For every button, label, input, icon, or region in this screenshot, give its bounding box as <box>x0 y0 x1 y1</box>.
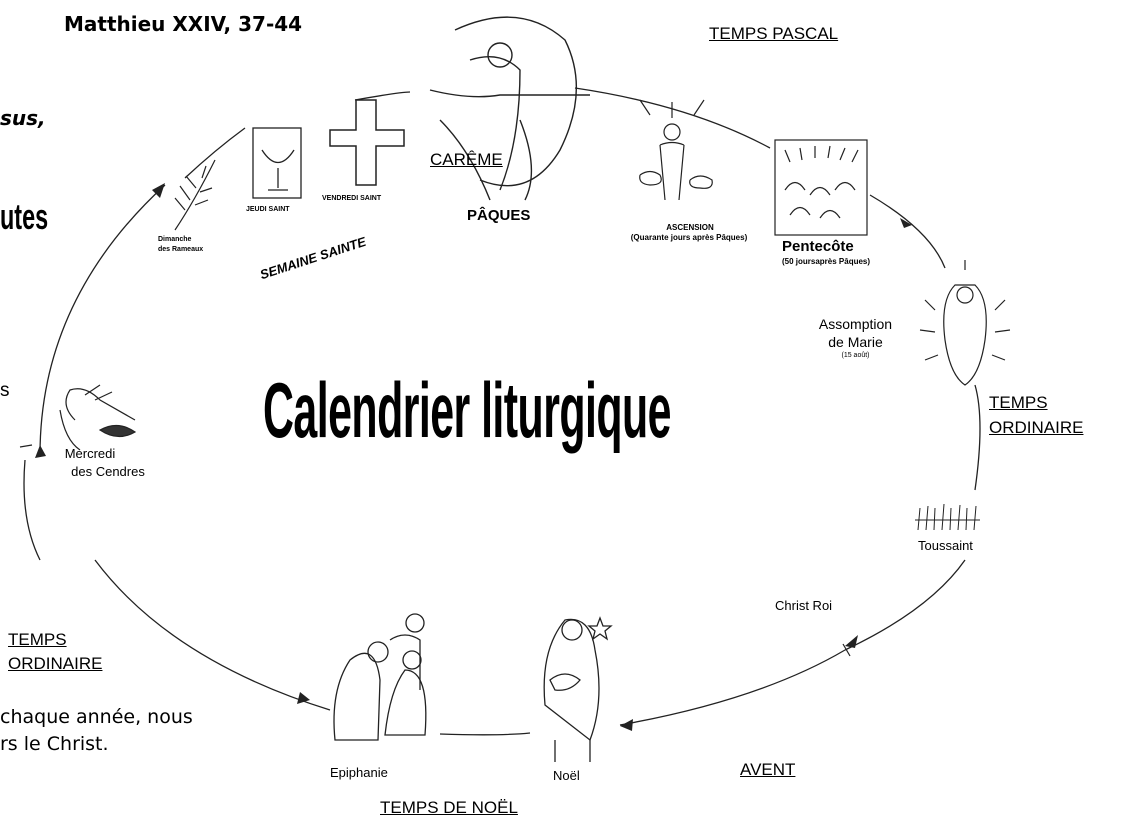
cropped-text-line1: chaque année, nous <box>0 706 193 728</box>
label-assomption-note: (15 août) <box>841 352 870 359</box>
label-rameaux-line1: Dimanche <box>158 236 192 243</box>
scripture-reference: Matthieu XXIV, 37-44 <box>64 12 303 36</box>
season-temps-ordinaire-right-line1: TEMPS <box>989 393 1048 412</box>
vendredi-saint-cross-icon <box>329 99 405 186</box>
label-ascension-note: (Quarante jours après Pâques) <box>630 233 748 242</box>
label-pentecote: Pentecôte <box>782 238 854 255</box>
arrow-noel <box>620 719 633 731</box>
label-vendredi-saint: VENDREDI SAINT <box>322 195 382 202</box>
label-assomption-line1: Assomption <box>818 316 893 332</box>
ring-ticks <box>19 444 851 657</box>
cycle-ring <box>23 87 981 736</box>
cendres-icon <box>59 384 137 451</box>
arrow-christ-roi <box>845 635 858 648</box>
label-epiphanie: Epiphanie <box>330 765 388 780</box>
label-mercredi-line1: Mercredi <box>64 446 116 461</box>
pentecote-icon <box>774 139 868 236</box>
season-temps-de-noel: TEMPS DE NOËL <box>380 798 518 817</box>
cropped-text-line2: rs le Christ. <box>0 733 109 755</box>
epiphanie-icon <box>333 613 427 741</box>
toussaint-icon <box>915 503 980 531</box>
assomption-icon <box>919 260 1011 386</box>
label-mercredi-line2: des Cendres <box>71 464 145 479</box>
label-ascension: ASCENSION <box>666 223 714 232</box>
label-noel: Noël <box>553 768 580 783</box>
arrow-pentecote <box>900 218 912 228</box>
label-christ-roi: Christ Roi <box>775 598 833 613</box>
arrow-epiphanie <box>297 692 310 704</box>
arrow-careme <box>152 183 165 198</box>
label-rameaux-line2: des Rameaux <box>158 246 204 253</box>
label-pentecote-note: (50 joursaprès Pâques) <box>782 257 871 266</box>
season-avent: AVENT <box>740 760 796 779</box>
cycle-arrows <box>35 183 912 731</box>
cropped-italic-text: sus, <box>0 106 46 130</box>
season-careme-label: CARÊME <box>430 150 503 169</box>
label-toussaint: Toussaint <box>918 538 973 553</box>
label-paques: PÂQUES <box>467 207 531 224</box>
season-temps-ordinaire-left-line2: ORDINAIRE <box>8 654 103 673</box>
cropped-text-s: s <box>0 380 10 401</box>
palm-branch-icon <box>174 159 216 231</box>
noel-icon <box>543 616 613 762</box>
cropped-bold-text: utes <box>0 196 49 237</box>
arrow-cendres <box>35 445 46 458</box>
jeudi-saint-chalice-icon <box>252 127 302 199</box>
season-temps-ordinaire-right-line2: ORDINAIRE <box>989 418 1084 437</box>
season-temps-pascal: TEMPS PASCAL <box>709 24 839 43</box>
ascension-icon <box>639 99 713 201</box>
diagram-title: Calendrier liturgique <box>263 366 672 454</box>
season-temps-ordinaire-left-line1: TEMPS <box>8 630 67 649</box>
label-assomption-line2: de Marie <box>828 334 883 350</box>
label-jeudi-saint: JEUDI SAINT <box>246 206 290 213</box>
paques-figure-icon <box>429 16 590 201</box>
